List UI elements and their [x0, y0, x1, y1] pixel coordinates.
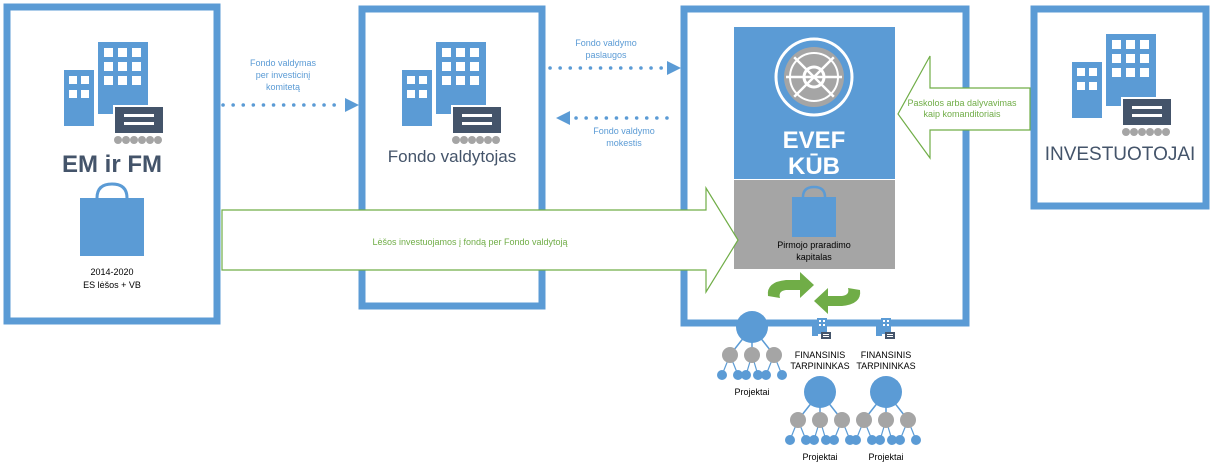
services-label-line1: Fondo valdymo [575, 38, 637, 48]
projects-label: Projektai [734, 387, 769, 397]
hierarchy-tree-icon [850, 375, 922, 446]
services-arrowhead [667, 61, 681, 75]
evef-subtitle: KŪB [788, 153, 840, 180]
management-label-line1: Fondo valdymas [250, 58, 317, 68]
vault-icon [774, 37, 854, 117]
projects-label: Projektai [802, 452, 837, 462]
investor-flow-label-line1: Paskolos arba dalyvavimas [907, 98, 1017, 108]
investors-title: INVESTUOTOJAI [1045, 144, 1196, 165]
management-label-line3: komitetą [266, 82, 300, 92]
intermediary-right-line2: TARPININKAS [856, 361, 915, 371]
intermediary-left-line1: FINANSINIS [795, 350, 846, 360]
first-loss-capital-label-line2: kapitalas [796, 252, 832, 262]
projects-label: Projektai [868, 452, 903, 462]
em-fm-title: EM ir FM [62, 151, 162, 178]
em-fm-caption-years: 2014-2020 [90, 267, 133, 277]
intermediary-right-line1: FINANSINIS [861, 350, 912, 360]
cycle-arrows-icon [767, 272, 861, 314]
first-loss-capital-label-line1: Pirmojo praradimo [777, 240, 851, 250]
fee-label-line2: mokestis [606, 138, 642, 148]
em-fm-caption-funds: ES lėšos + VB [83, 280, 141, 290]
investment-flow-label: Lėšos investuojamos į fondą per Fondo va… [372, 237, 567, 247]
investor-flow-arrow [897, 55, 1031, 160]
management-label-line2: per investicinį [256, 70, 311, 80]
management-arrowhead [345, 98, 359, 112]
shopping-bag-icon [80, 182, 144, 256]
hierarchy-tree-icon [784, 375, 856, 446]
fund-manager-title: Fondo valdytojas [388, 147, 517, 166]
investor-flow-label-line2: kaip komanditoriais [923, 109, 1001, 119]
evef-title: EVEF [783, 127, 846, 154]
fee-label-line1: Fondo valdymo [593, 126, 655, 136]
fee-arrowhead [556, 111, 570, 125]
intermediary-left-line2: TARPININKAS [790, 361, 849, 371]
shopping-bag-icon [792, 185, 836, 237]
services-label-line2: paslaugos [585, 50, 627, 60]
investment-flow-arrow [221, 185, 739, 295]
